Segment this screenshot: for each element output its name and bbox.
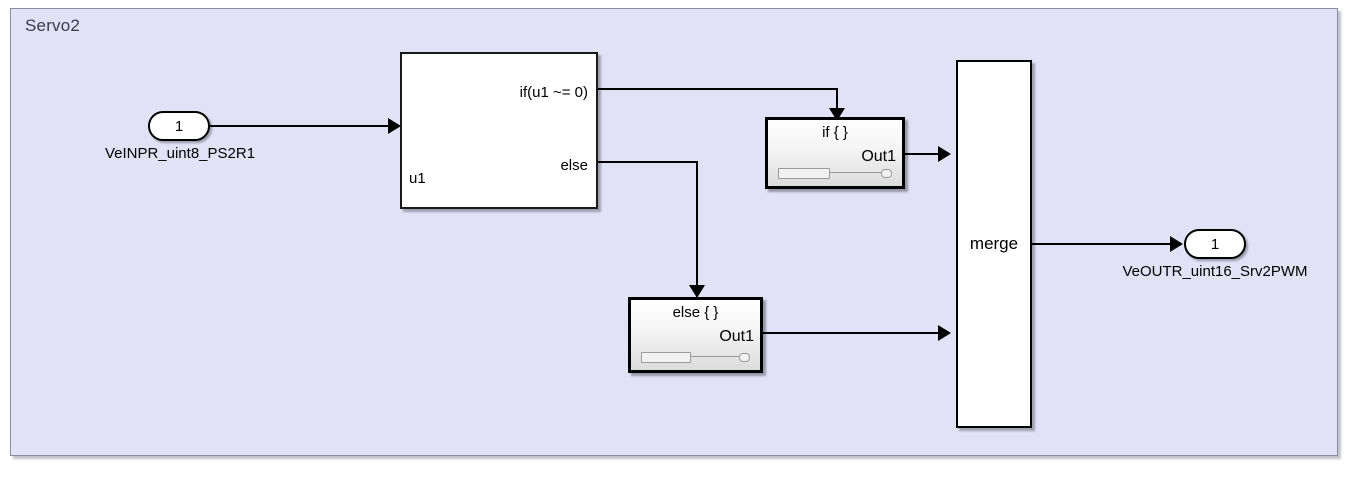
wire-if-subsystem-to-merge	[905, 153, 947, 155]
merge-block[interactable]: merge	[956, 60, 1032, 428]
wire-inport-to-if	[210, 125, 390, 127]
if-block-else-output: else	[560, 157, 588, 174]
scrollbar-thumb[interactable]	[641, 352, 691, 363]
if-block-condition-output: if(u1 ~= 0)	[519, 84, 588, 101]
wire-else-branch-v	[696, 161, 698, 287]
else-action-subsystem[interactable]: else { } Out1	[628, 297, 763, 373]
if-block[interactable]: u1 if(u1 ~= 0) else	[400, 52, 598, 209]
else-action-subsystem-outport: Out1	[719, 328, 754, 345]
scrollbar-thumb[interactable]	[778, 168, 831, 179]
else-action-subsystem-scrollbar[interactable]	[641, 352, 750, 363]
arrow-into-outport	[1170, 236, 1183, 252]
if-action-subsystem-scrollbar[interactable]	[778, 168, 892, 179]
outport-number: 1	[1210, 235, 1220, 253]
merge-block-label: merge	[969, 234, 1019, 253]
outport-block-1[interactable]: 1	[1184, 229, 1246, 259]
subsystem-canvas: Servo2	[10, 8, 1338, 456]
if-action-subsystem[interactable]: if { } Out1	[765, 117, 905, 189]
wire-else-branch-h	[598, 161, 698, 163]
inport-label: VeINPR_uint8_PS2R1	[104, 145, 256, 162]
wire-merge-to-outport	[1032, 243, 1178, 245]
if-action-subsystem-title: if { }	[822, 124, 848, 141]
arrow-into-if-u1	[388, 118, 401, 134]
scrollbar-knob[interactable]	[739, 353, 750, 362]
arrow-into-merge-input-1	[938, 146, 951, 162]
scrollbar-knob[interactable]	[881, 169, 892, 178]
wire-else-subsystem-to-merge	[763, 332, 947, 334]
arrow-into-else-subsystem	[689, 285, 705, 298]
inport-block-1[interactable]: 1	[148, 111, 210, 141]
scrollbar-track	[641, 356, 750, 357]
canvas-title: Servo2	[25, 16, 81, 35]
outport-label: VeOUTR_uint16_Srv2PWM	[1122, 263, 1308, 280]
wire-if-branch-h	[598, 88, 838, 90]
else-action-subsystem-title: else { }	[672, 304, 719, 321]
arrow-into-merge-input-2	[938, 325, 951, 341]
if-action-subsystem-outport: Out1	[861, 148, 896, 165]
wire-if-branch-v	[836, 88, 838, 110]
scrollbar-track	[778, 172, 892, 173]
if-block-input-u1: u1	[409, 170, 426, 187]
inport-number: 1	[174, 117, 184, 135]
